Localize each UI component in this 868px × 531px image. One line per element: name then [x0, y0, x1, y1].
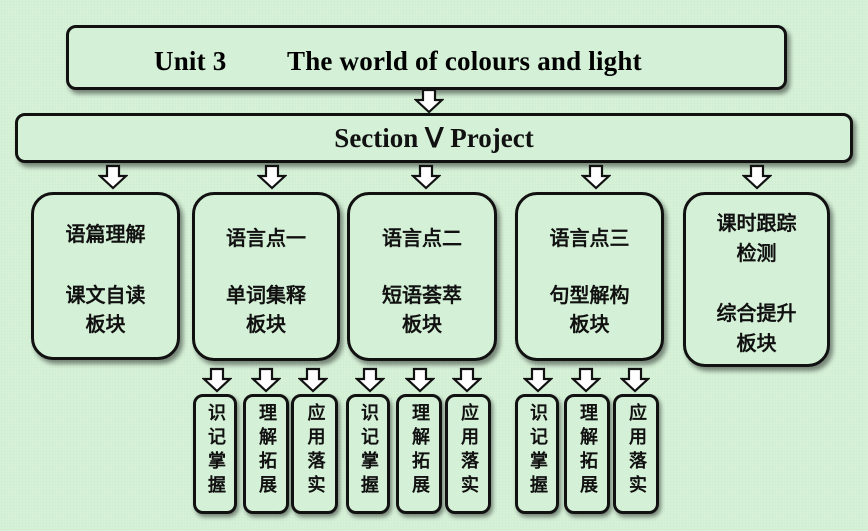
column-heading: 语言点二 — [382, 226, 462, 250]
down-arrow-icon — [742, 164, 772, 190]
column-line: 板块 — [85, 312, 126, 336]
unit-number: Unit 3 — [154, 46, 227, 76]
column-line: 板块 — [246, 312, 286, 336]
column-line: 板块 — [736, 331, 777, 355]
down-arrow-icon — [298, 367, 328, 393]
down-arrow-icon — [251, 367, 281, 393]
down-arrow-icon — [620, 367, 650, 393]
leaf-text: 理解拓展 — [409, 403, 430, 499]
leaf-text: 理解拓展 — [256, 403, 277, 499]
column-line: 综合提升 — [716, 301, 797, 325]
section-banner: Section Ⅴ Project — [15, 113, 853, 163]
leaf-understand: 理解拓展 — [396, 394, 442, 514]
language-point-2-box: 语言点二 短语荟萃 板块 — [347, 192, 497, 361]
leaf-text: 应用落实 — [626, 403, 647, 499]
down-arrow-icon — [405, 367, 435, 393]
down-arrow-icon — [571, 367, 601, 393]
down-arrow-icon — [98, 164, 128, 190]
down-arrow-icon — [202, 367, 232, 393]
down-arrow-icon — [257, 164, 287, 190]
column-line: 短语荟萃 — [382, 283, 462, 307]
down-arrow-icon — [452, 367, 482, 393]
down-arrow-icon — [355, 367, 385, 393]
leaf-memorize: 识记掌握 — [193, 394, 237, 514]
column-heading: 语言点三 — [549, 226, 630, 250]
leaf-text: 应用落实 — [458, 403, 479, 499]
leaf-text: 识记掌握 — [527, 403, 548, 499]
down-arrow-icon — [581, 164, 611, 190]
lesson-tracking-box: 课时跟踪 检测 综合提升 板块 — [683, 192, 830, 367]
column-heading: 语言点一 — [226, 226, 306, 250]
leaf-text: 理解拓展 — [577, 403, 598, 499]
unit-title: The world of colours and light — [287, 46, 642, 76]
column-heading: 语篇理解 — [65, 222, 146, 246]
leaf-understand: 理解拓展 — [243, 394, 289, 514]
leaf-apply: 应用落实 — [291, 394, 338, 514]
leaf-apply: 应用落实 — [445, 394, 491, 514]
leaf-understand: 理解拓展 — [564, 394, 610, 514]
column-heading: 课时跟踪 — [716, 211, 797, 235]
column-line: 课文自读 — [65, 283, 146, 307]
leaf-memorize: 识记掌握 — [515, 394, 559, 514]
column-line: 单词集释 — [226, 283, 306, 307]
down-arrow-icon — [523, 367, 553, 393]
leaf-text: 识记掌握 — [205, 403, 226, 499]
leaf-memorize: 识记掌握 — [346, 394, 390, 514]
section-title: Section Ⅴ Project — [334, 122, 534, 153]
leaf-text: 识记掌握 — [358, 403, 379, 499]
unit-title-box — [66, 25, 787, 90]
column-line: 板块 — [402, 312, 442, 336]
language-point-3-box: 语言点三 句型解构 板块 — [515, 192, 664, 361]
language-point-1-box: 语言点一 单词集释 板块 — [192, 192, 340, 361]
leaf-text: 应用落实 — [304, 403, 326, 499]
leaf-apply: 应用落实 — [613, 394, 659, 514]
column-line: 板块 — [569, 312, 610, 336]
down-arrow-icon — [414, 88, 444, 114]
reading-comprehension-box: 语篇理解 课文自读 板块 — [31, 192, 180, 360]
column-line: 句型解构 — [549, 283, 630, 307]
column-heading: 检测 — [736, 241, 777, 265]
down-arrow-icon — [411, 164, 441, 190]
